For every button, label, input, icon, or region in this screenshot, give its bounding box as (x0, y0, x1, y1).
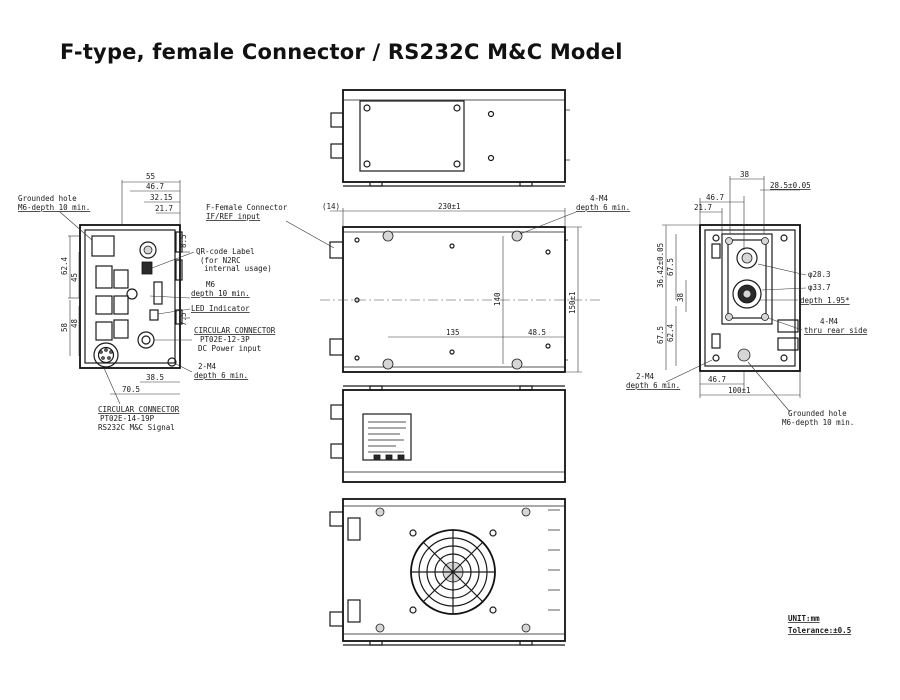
dim-45: 45 (70, 273, 79, 282)
unit-note: UNIT:mm (788, 614, 820, 623)
label-grounded-hole-right: Grounded hole (788, 409, 847, 418)
label-m6-depth: depth 10 min. (191, 289, 250, 298)
dim-38-top: 38 (740, 170, 750, 179)
label-dia-33-7: φ33.7 (808, 283, 831, 292)
label-pt02e-14-19p: PT02E-14-19P (100, 414, 155, 423)
label-grounded-hole-left-spec: M6-depth 10 min. (18, 203, 90, 212)
right-side-view: 38 28.5±0.05 46.7 21.7 36.42±0.05 67.5 3… (626, 170, 868, 427)
dim-32-15: 32.15 (150, 193, 173, 202)
dim-140: 140 (493, 292, 502, 306)
label-m6: M6 (206, 280, 216, 289)
dim-67-5-lower: 67.5 (656, 326, 665, 344)
dim-14: (14) (322, 202, 340, 211)
dim-150: 150±1 (568, 291, 577, 314)
front-view: (14) 230±1 140 150±1 135 48.5 F-Female C… (206, 194, 630, 373)
dim-230: 230±1 (438, 202, 461, 211)
dim-67-5-upper: 67.5 (666, 258, 675, 276)
label-if-ref-input: IF/REF input (206, 212, 260, 221)
dim-48: 48 (70, 318, 79, 328)
label-depth-1-95: depth 1.95* (800, 296, 850, 305)
dim-7-5: 7.5 (179, 312, 188, 326)
label-grounded-hole-left: Grounded hole (18, 194, 77, 203)
label-4-m4-rear: 4-M4 (820, 317, 839, 326)
label-circular-connector-bottom: CIRCULAR CONNECTOR (98, 405, 180, 414)
label-4-m4-rear-thru: thru rear side (804, 326, 868, 335)
dim-48-5: 48.5 (528, 328, 546, 337)
dim-46-7: 46.7 (146, 182, 164, 191)
dim-8-5: 8.5 (179, 234, 188, 248)
dim-100: 100±1 (728, 386, 751, 395)
label-circular-connector-side: CIRCULAR CONNECTOR (194, 326, 276, 335)
label-qr-code-for: (for N2RC (200, 256, 241, 265)
label-qr-code-internal: internal usage) (204, 264, 272, 273)
tolerance-note: Tolerance:±0.5 (788, 626, 851, 635)
label-f-female-connector: F-Female Connector (206, 203, 288, 212)
label-rs232c-signal: RS232C M&C Signal (98, 423, 175, 432)
label-2-m4-right-depth: depth 6 min. (626, 381, 680, 390)
dim-38-vertical: 38 (676, 292, 685, 302)
dim-28-5: 28.5±0.05 (770, 181, 811, 190)
rear-view (329, 498, 566, 646)
label-4-m4-top: 4-M4 (590, 194, 609, 203)
dim-70-5: 70.5 (122, 385, 140, 394)
label-dc-power: DC Power input (198, 344, 261, 353)
label-4-m4-top-depth: depth 6 min. (576, 203, 630, 212)
dim-21-7: 21.7 (155, 204, 173, 213)
dim-46-7-bottom: 46.7 (708, 375, 726, 384)
dim-38-5: 38.5 (146, 373, 164, 382)
top-view (330, 89, 570, 187)
dim-62-4: 62.4 (60, 256, 69, 275)
label-pt02e-12-3p: PT02E-12-3P (200, 335, 250, 344)
label-grounded-hole-right-spec: M6-depth 10 min. (782, 418, 854, 427)
dim-135: 135 (446, 328, 460, 337)
bottom-view (330, 385, 566, 483)
page-title: F-type, female Connector / RS232C M&C Mo… (60, 40, 623, 64)
label-2-m4-right: 2-M4 (636, 372, 655, 381)
dim-62-4-right: 62.4 (666, 323, 675, 342)
dim-36-42: 36.42±0.05 (656, 243, 665, 288)
label-dia-28-3: φ28.3 (808, 270, 831, 279)
dim-46-7-right: 46.7 (706, 193, 724, 202)
label-led-indicator: LED Indicator (191, 304, 250, 313)
dim-58: 58 (60, 322, 69, 332)
label-2-m4-left-depth: depth 6 min. (194, 371, 248, 380)
label-qr-code: QR-code Label (196, 247, 255, 256)
dim-21-7-right: 21.7 (694, 203, 712, 212)
dim-55: 55 (146, 172, 155, 181)
label-2-m4-left: 2-M4 (198, 362, 217, 371)
left-side-view: 55 46.7 32.15 21.7 62.4 45 58 48 8.5 7.5… (18, 172, 276, 432)
